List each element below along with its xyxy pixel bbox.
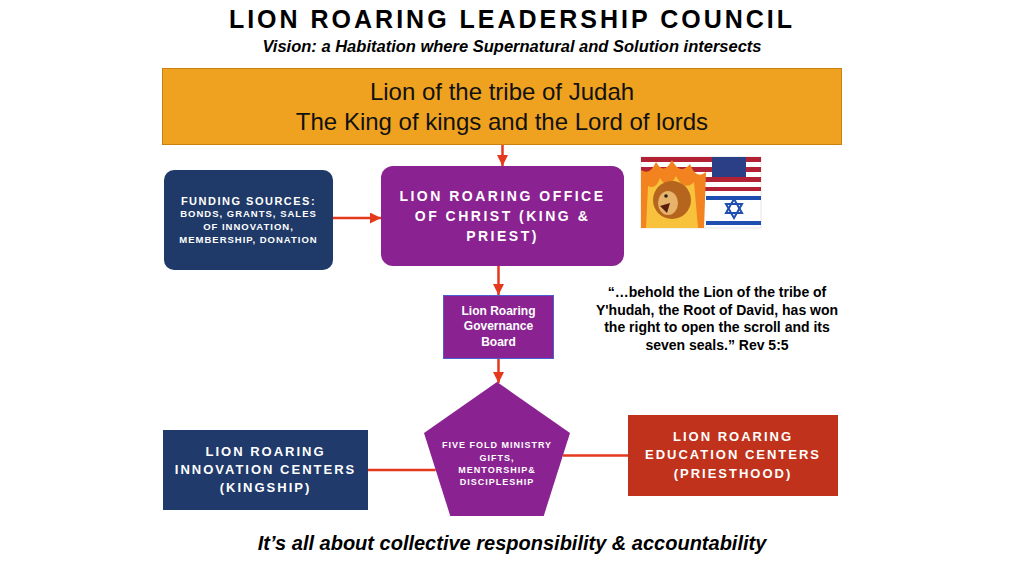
node-text: Lion of the tribe of Judah bbox=[253, 77, 751, 107]
connector-line bbox=[563, 454, 628, 457]
flow-arrow bbox=[501, 145, 504, 166]
node-text: FIVE FOLD MINISTRY GIFTS, MENTORSHIP& DI… bbox=[440, 439, 554, 488]
node-text: FUNDING SOURCES: bbox=[171, 194, 326, 208]
flow-arrow bbox=[333, 217, 381, 220]
education-box: LION ROARING EDUCATION CENTERS (PRIESTHO… bbox=[628, 415, 838, 496]
node-body-text: The King of kings and the Lord of lords bbox=[253, 107, 751, 137]
flow-arrow bbox=[497, 359, 500, 383]
node-text: LION ROARING OFFICE OF CHRIST (KING & PR… bbox=[389, 186, 616, 247]
page-caption: It’s all about collective responsibility… bbox=[0, 531, 1024, 555]
flow-arrow bbox=[497, 266, 500, 295]
node-body-text: BONDS, GRANTS, SALES OF INNOVATION, MEMB… bbox=[171, 208, 326, 246]
title-band: Lion of the tribe of JudahThe King of ki… bbox=[162, 68, 842, 145]
pentagon-fill bbox=[424, 382, 570, 516]
node-text: LION ROARING EDUCATION CENTERS (PRIESTHO… bbox=[633, 428, 833, 483]
pentagon-text-area: FIVE FOLD MINISTRY GIFTS, MENTORSHIP& DI… bbox=[440, 422, 554, 505]
page-title: LION ROARING LEADERSHIP COUNCIL bbox=[0, 6, 1024, 34]
innovation-box: LION ROARING INNOVATION CENTERS (KINGSHI… bbox=[163, 430, 368, 510]
connector-line bbox=[368, 469, 436, 472]
ministry-pentagon: FIVE FOLD MINISTRY GIFTS, MENTORSHIP& DI… bbox=[424, 382, 570, 516]
office-box: LION ROARING OFFICE OF CHRIST (KING & PR… bbox=[381, 166, 624, 266]
funding-box: FUNDING SOURCES:BONDS, GRANTS, SALES OF … bbox=[164, 170, 333, 270]
scripture-quote: “…behold the Lion of the tribe of Y'huda… bbox=[586, 284, 848, 354]
node-text: Lion Roaring Governance Board bbox=[449, 304, 548, 351]
node-text: LION ROARING INNOVATION CENTERS (KINGSHI… bbox=[169, 443, 362, 498]
lion-flag-picture bbox=[641, 157, 761, 228]
vision-subtitle: Vision: a Habitation where Supernatural … bbox=[150, 37, 874, 57]
board-box: Lion Roaring Governance Board bbox=[443, 295, 554, 359]
